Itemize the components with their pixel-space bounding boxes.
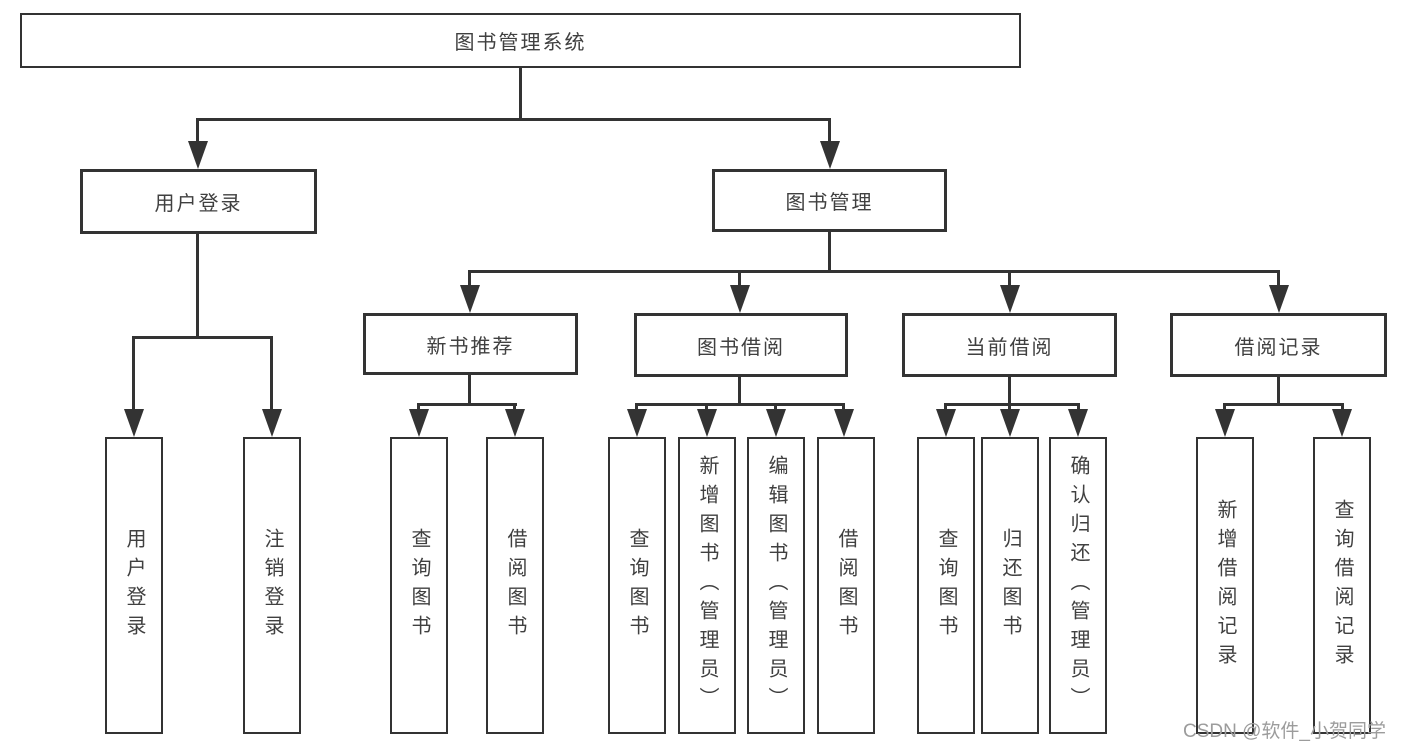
- connector-book-borrow-horizontal: [635, 403, 845, 406]
- node-book-management: 图书管理: [712, 169, 947, 232]
- leaf-new-book-query-books: 查询图书: [390, 437, 448, 734]
- connector-user-login-horizontal: [132, 336, 273, 339]
- arrowhead-down-new-book: [460, 285, 480, 313]
- arrowhead-down-cb-return: [1000, 409, 1020, 437]
- connector-drop-new-book: [468, 270, 471, 291]
- node-book-management-label: 图书管理: [785, 192, 874, 214]
- leaf-new-book-borrow-books-label: 借阅图书: [504, 527, 526, 644]
- connector-borrow-records-stem: [1277, 377, 1280, 406]
- leaf-book-borrow-add-books-admin: 新增图书（管理员）: [678, 437, 736, 734]
- connector-drop-bb-edit: [774, 403, 777, 412]
- connector-level1-horizontal: [196, 118, 831, 121]
- node-borrowing-records-label: 借阅记录: [1234, 336, 1323, 359]
- connector-new-book-stem: [468, 375, 471, 406]
- connector-level3-horizontal: [468, 270, 1280, 273]
- connector-new-book-horizontal: [417, 403, 517, 406]
- connector-drop-nb-borrow: [513, 403, 516, 412]
- leaf-book-borrow-edit-books-admin: 编辑图书（管理员）: [747, 437, 805, 734]
- arrowhead-down-br-query: [1332, 409, 1352, 437]
- connector-drop-cb-query: [944, 403, 947, 412]
- connector-book-borrow-stem: [738, 377, 741, 406]
- leaf-current-borrow-query-books: 查询图书: [917, 437, 975, 734]
- csdn-watermark: CSDN @软件_小贺同学: [1183, 721, 1386, 742]
- connector-current-borrow-stem: [1008, 377, 1011, 406]
- leaf-book-borrow-edit-books-admin-label: 编辑图书（管理员）: [765, 455, 787, 716]
- node-new-book-label: 新书推荐: [426, 335, 515, 358]
- node-user-login-label: 用户登录: [154, 193, 243, 215]
- arrowhead-down-bb-edit: [766, 409, 786, 437]
- connector-drop-cb-return: [1008, 403, 1011, 412]
- connector-drop-book-management: [828, 118, 831, 147]
- leaf-book-borrow-add-books-admin-label: 新增图书（管理员）: [696, 455, 718, 716]
- connector-root-stem: [519, 68, 522, 121]
- leaf-new-book-query-books-label: 查询图书: [408, 527, 430, 644]
- leaf-current-borrow-confirm-return-admin-label: 确认归还（管理员）: [1067, 455, 1089, 716]
- connector-borrow-records-horizontal: [1223, 403, 1344, 406]
- connector-drop-bb-query: [635, 403, 638, 412]
- connector-drop-br-query: [1341, 403, 1344, 412]
- arrowhead-down-bb-borrow: [834, 409, 854, 437]
- connector-current-borrow-horizontal: [944, 403, 1080, 406]
- connector-drop-bb-borrow: [842, 403, 845, 412]
- leaf-logout: 注销登录: [243, 437, 301, 734]
- node-current-borrowing-label: 当前借阅: [965, 336, 1054, 359]
- arrowhead-down-bb-query: [627, 409, 647, 437]
- arrowhead-down-bb-add: [697, 409, 717, 437]
- connector-drop-br-add: [1223, 403, 1226, 412]
- connector-book-management-stem: [828, 229, 831, 273]
- node-root-label: 图书管理系统: [454, 32, 587, 54]
- connector-drop-borrow-records: [1277, 270, 1280, 291]
- arrowhead-down-current-borrow: [1000, 285, 1020, 313]
- arrowhead-down-user-login: [188, 141, 208, 169]
- leaf-new-book-borrow-books: 借阅图书: [486, 437, 544, 734]
- leaf-current-borrow-return-books-label: 归还图书: [999, 527, 1021, 644]
- connector-user-login-stem: [196, 231, 199, 339]
- node-borrowing-records: 借阅记录: [1170, 313, 1387, 377]
- arrowhead-down-cb-query: [936, 409, 956, 437]
- node-user-login: 用户登录: [80, 169, 317, 234]
- arrowhead-down-borrow-records: [1269, 285, 1289, 313]
- arrowhead-down-login-leaf: [124, 409, 144, 437]
- arrowhead-down-book-management: [820, 141, 840, 169]
- arrowhead-down-book-borrow: [730, 285, 750, 313]
- connector-drop-login-leaf: [132, 336, 135, 412]
- arrowhead-down-logout-leaf: [262, 409, 282, 437]
- leaf-user-login: 用户登录: [105, 437, 163, 734]
- arrowhead-down-br-add: [1215, 409, 1235, 437]
- leaf-book-borrow-query-books: 查询图书: [608, 437, 666, 734]
- arrowhead-down-cb-confirm: [1068, 409, 1088, 437]
- leaf-current-borrow-query-books-label: 查询图书: [935, 527, 957, 644]
- leaf-book-borrow-borrow-books: 借阅图书: [817, 437, 875, 734]
- leaf-user-login-label: 用户登录: [123, 527, 145, 644]
- leaf-records-query-borrow-record: 查询借阅记录: [1313, 437, 1371, 734]
- node-book-borrowing: 图书借阅: [634, 313, 848, 377]
- connector-drop-cb-confirm: [1077, 403, 1080, 412]
- connector-drop-bb-add: [705, 403, 708, 412]
- leaf-records-add-borrow-record: 新增借阅记录: [1196, 437, 1254, 734]
- leaf-current-borrow-confirm-return-admin: 确认归还（管理员）: [1049, 437, 1107, 734]
- node-book-borrowing-label: 图书借阅: [697, 336, 785, 359]
- leaf-logout-label: 注销登录: [261, 527, 283, 644]
- arrowhead-down-nb-borrow: [505, 409, 525, 437]
- node-new-book-recommendation: 新书推荐: [363, 313, 578, 375]
- connector-drop-nb-query: [417, 403, 420, 412]
- node-root: 图书管理系统: [20, 13, 1021, 68]
- leaf-current-borrow-return-books: 归还图书: [981, 437, 1039, 734]
- connector-drop-current-borrow: [1008, 270, 1011, 291]
- leaf-book-borrow-query-books-label: 查询图书: [626, 527, 648, 644]
- connector-drop-user-login: [196, 118, 199, 147]
- leaf-book-borrow-borrow-books-label: 借阅图书: [835, 527, 857, 644]
- leaf-records-add-borrow-record-label: 新增借阅记录: [1214, 498, 1236, 673]
- node-current-borrowing: 当前借阅: [902, 313, 1117, 377]
- connector-drop-book-borrow: [738, 270, 741, 291]
- arrowhead-down-nb-query: [409, 409, 429, 437]
- connector-drop-logout-leaf: [270, 336, 273, 412]
- leaf-records-query-borrow-record-label: 查询借阅记录: [1331, 498, 1353, 673]
